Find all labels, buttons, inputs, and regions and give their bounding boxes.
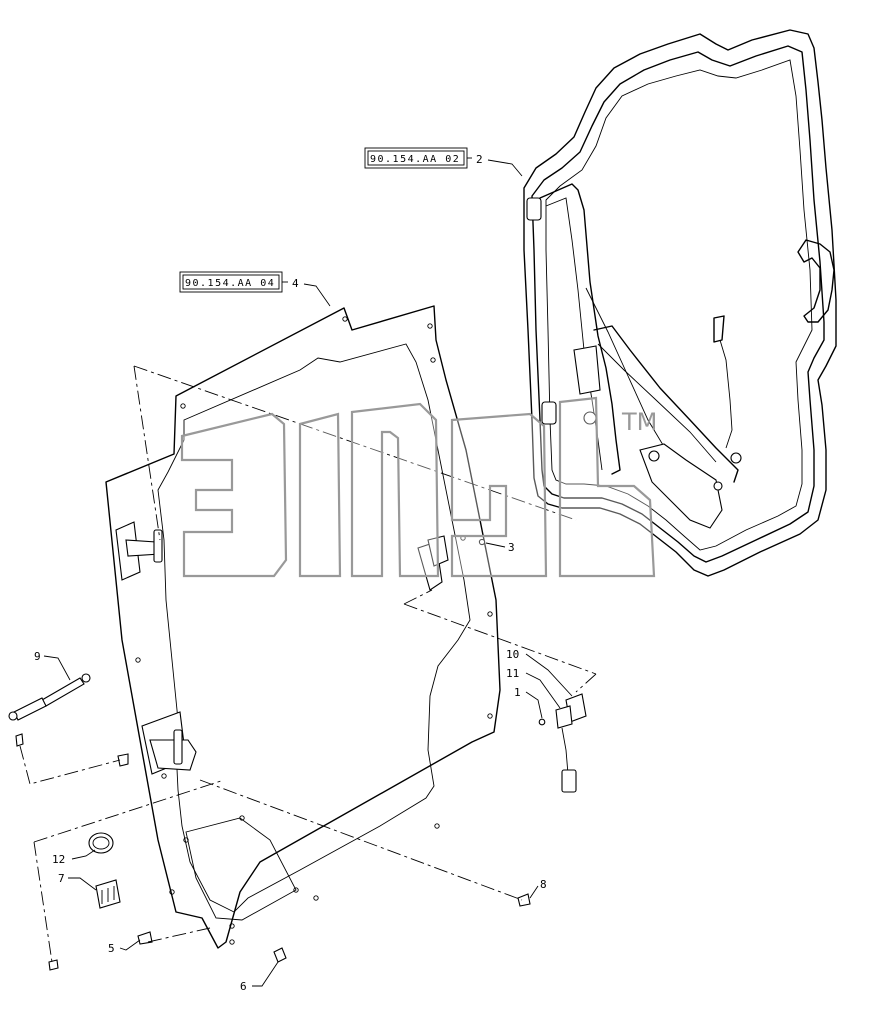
callout-1: 1 — [514, 686, 521, 699]
watermark-tm: TM — [621, 408, 657, 436]
callout-11: 11 — [506, 667, 519, 680]
callout-4: 4 — [292, 277, 299, 290]
latch-assembly — [538, 693, 587, 793]
watermark-logo: TM — [180, 396, 657, 578]
fasteners — [15, 538, 531, 971]
assembly-lines — [19, 365, 597, 963]
connector-block — [95, 879, 121, 909]
gas-strut — [8, 673, 91, 721]
callout-2: 2 — [476, 153, 483, 166]
o-ring-inner — [92, 836, 110, 850]
reference-box-door-frame: 90.154.AA 04 — [179, 271, 288, 293]
callout-3: 3 — [508, 541, 515, 554]
callout-8: 8 — [540, 878, 547, 891]
callout-10: 10 — [506, 648, 519, 661]
o-ring — [88, 832, 114, 854]
reference-code: 90.154.AA 02 — [370, 154, 460, 165]
callouts: 2 4 3 9 10 11 1 12 7 8 5 6 — [34, 153, 573, 993]
callout-12: 12 — [52, 853, 65, 866]
reference-code: 90.154.AA 04 — [185, 278, 275, 289]
callout-9: 9 — [34, 650, 41, 663]
callout-6: 6 — [240, 980, 247, 993]
callout-7: 7 — [58, 872, 65, 885]
door-frame — [105, 305, 501, 949]
callout-5: 5 — [108, 942, 115, 955]
door-assembly — [523, 29, 837, 577]
reference-box-door-assembly: 90.154.AA 02 — [364, 147, 472, 169]
